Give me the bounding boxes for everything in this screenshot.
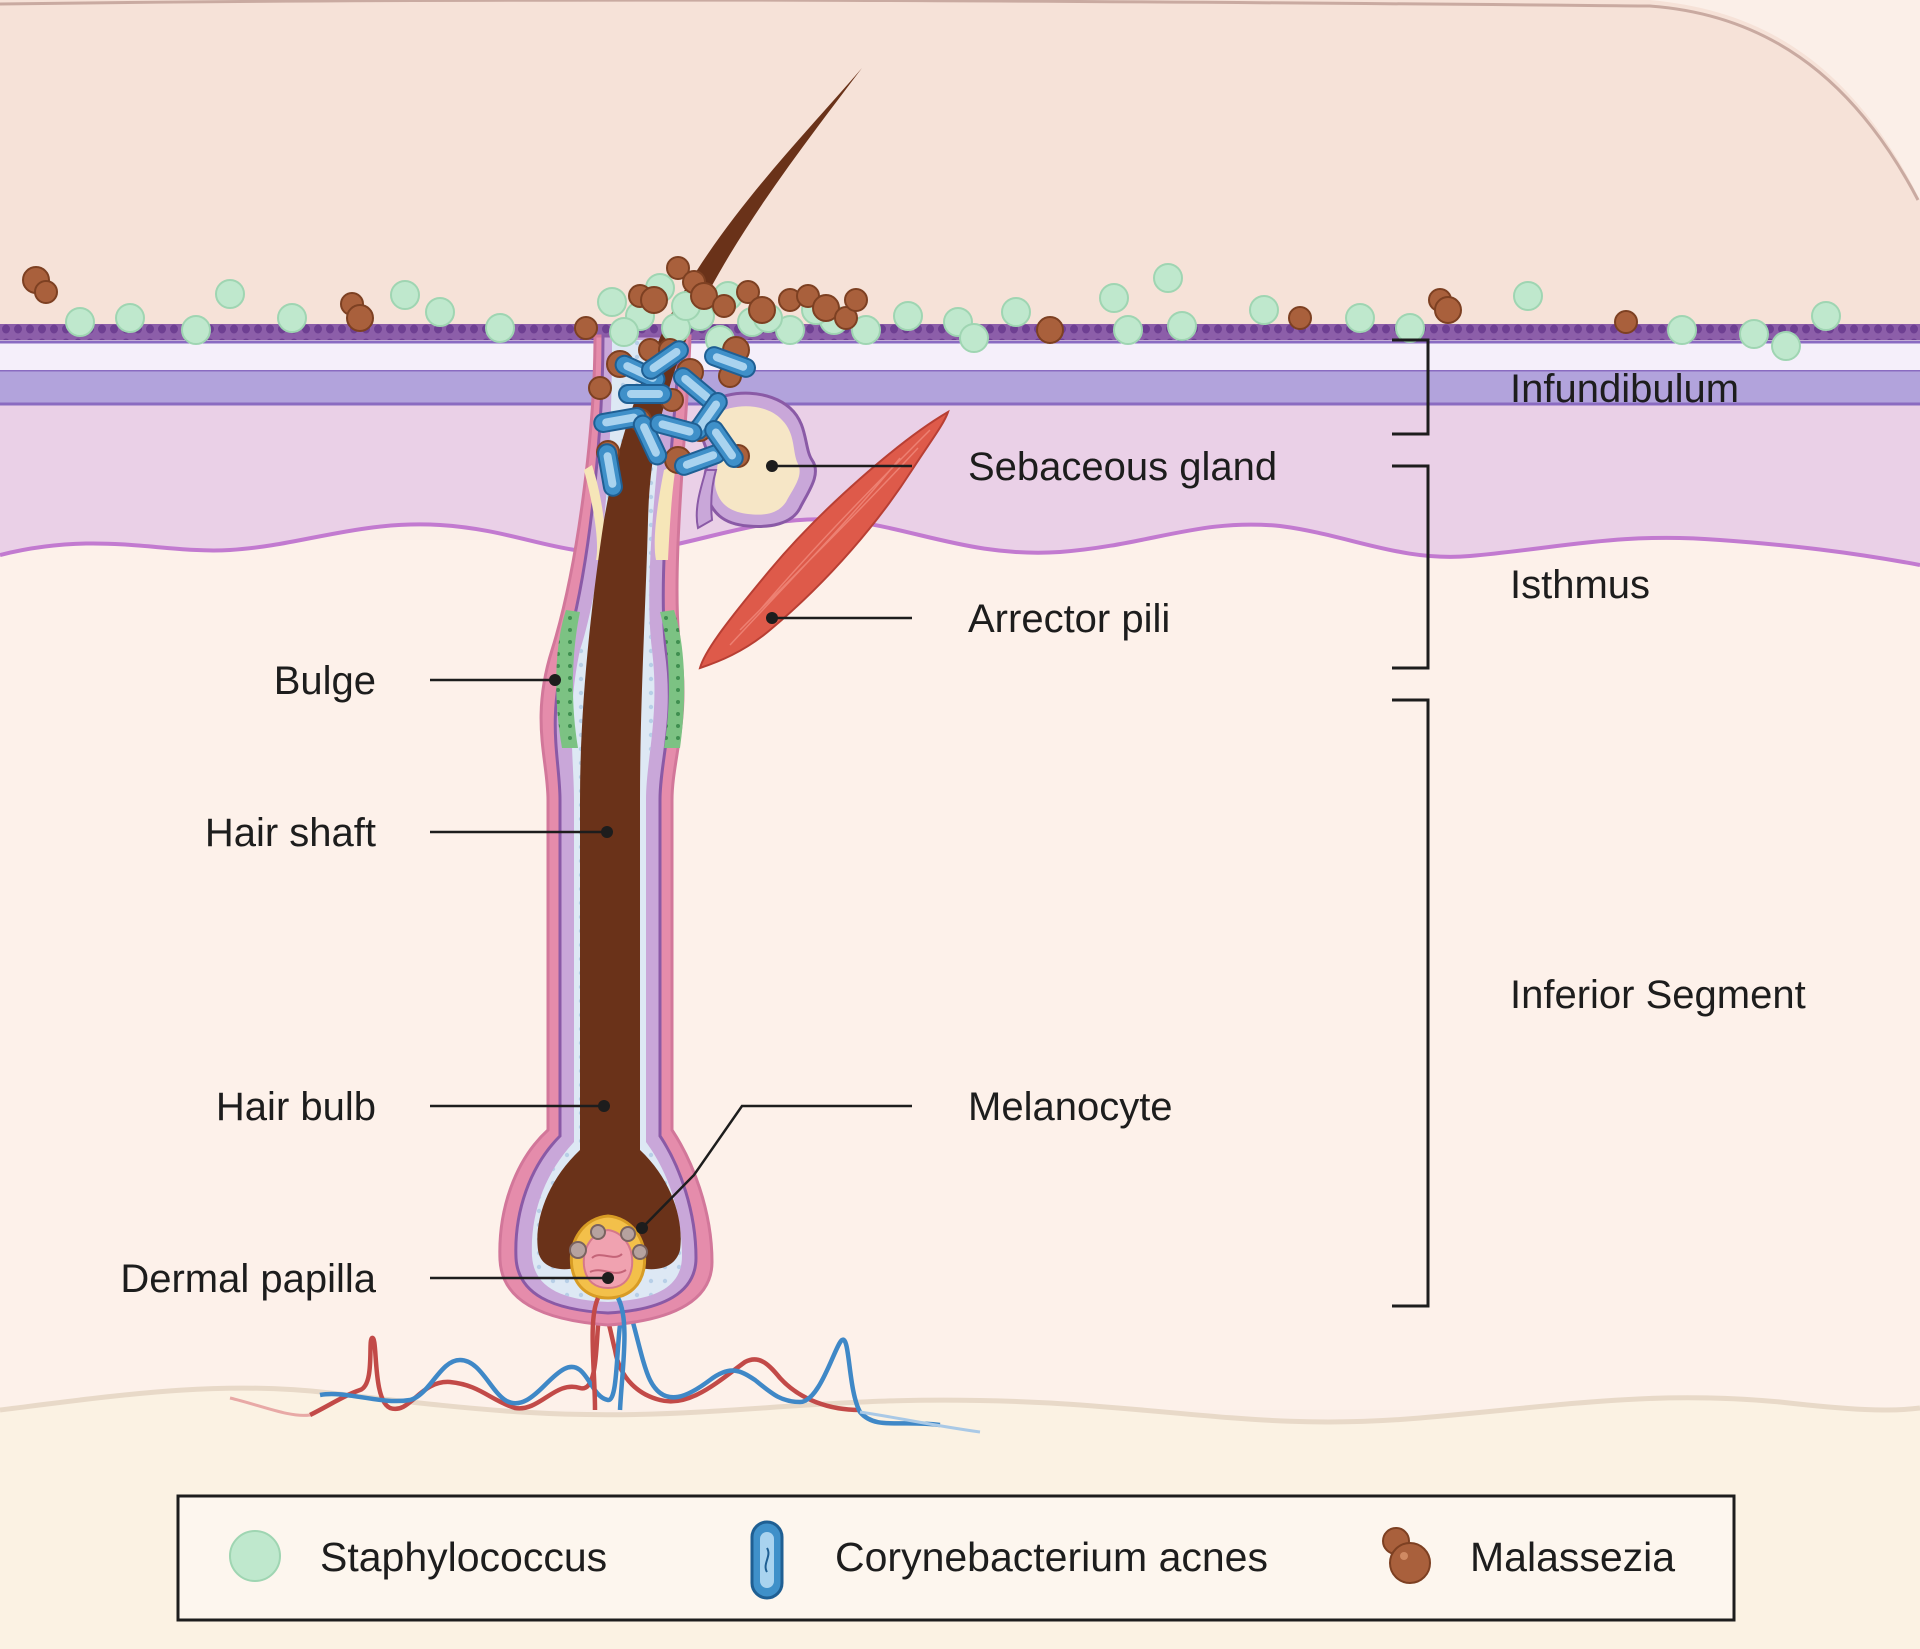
staphylococcus-cell	[1113, 315, 1143, 345]
epidermis-basal-band	[0, 370, 1920, 404]
staphylococcus-cell	[893, 301, 923, 331]
staphylococcus-cell	[1167, 311, 1197, 341]
staphylococcus-cell	[1099, 283, 1129, 313]
malassezia-cell	[690, 282, 718, 310]
corynebacterium-cell	[649, 413, 703, 443]
corynebacterium-cell	[597, 443, 623, 497]
malassezia-cell	[712, 294, 736, 318]
label-isthmus: Isthmus	[1510, 563, 1650, 607]
malassezia-cell	[574, 316, 598, 340]
legend-box	[176, 1494, 1736, 1622]
arrector-pili-muscle	[698, 409, 950, 670]
label-melanocyte: Melanocyte	[968, 1085, 1173, 1129]
staphylococcus-cell	[1513, 281, 1543, 311]
staphylococcus-cell	[597, 287, 627, 317]
sebaceous-gland	[695, 391, 817, 530]
malassezia-cell	[834, 306, 858, 330]
region-labels: Infundibulum Isthmus Inferior Segment	[1510, 367, 1806, 1017]
dermis	[0, 540, 1920, 1410]
corynebacterium-cell	[632, 414, 668, 466]
malassezia-cell	[1614, 310, 1638, 334]
staphylococcus-cell	[115, 303, 145, 333]
staphylococcus-cell	[1811, 301, 1841, 331]
label-inferior-segment: Inferior Segment	[1510, 973, 1806, 1017]
staphylococcus-cell	[609, 317, 639, 347]
bulge-stem-cells-left	[556, 610, 580, 748]
staphylococcus-cell	[215, 279, 245, 309]
infundibulum-bracket	[1392, 338, 1430, 436]
legend: Staphylococcus Corynebacterium acnes Mal…	[176, 1494, 1736, 1622]
stratum-corneum	[0, 0, 1920, 340]
malassezia-cell	[640, 286, 668, 314]
hair-shaft	[537, 68, 862, 1270]
leader-lines	[430, 464, 912, 1280]
corynebacterium-cell	[618, 384, 672, 404]
staphylococcus-cell	[1153, 263, 1183, 293]
isthmus-bracket	[1392, 464, 1430, 670]
staphylococcus-cell	[485, 313, 515, 343]
staphylococcus-cell	[1395, 313, 1425, 343]
melanocyte-cell	[569, 1241, 587, 1259]
malassezia-cell	[346, 304, 374, 332]
artery	[308, 1305, 861, 1418]
malassezia-cell	[1434, 296, 1462, 324]
legend-staphylococcus: Staphylococcus	[320, 1534, 607, 1580]
label-arrector-pili: Arrector pili	[968, 597, 1170, 641]
staphylococcus-cell	[277, 303, 307, 333]
malassezia-cell	[748, 296, 776, 324]
label-infundibulum: Infundibulum	[1510, 367, 1739, 411]
staphylococcus-cell	[959, 323, 989, 353]
malassezia-cell	[1288, 306, 1312, 330]
epidermis-light-band	[0, 342, 1920, 370]
inferior-segment-bracket	[1392, 698, 1430, 1308]
staphylococcus-cell	[1739, 319, 1769, 349]
corynebacterium-cell	[704, 346, 756, 378]
label-hair-bulb: Hair bulb	[216, 1085, 376, 1129]
staphylococcus-cell	[1249, 295, 1279, 325]
region-brackets	[1392, 338, 1430, 1308]
corynebacterium-icon	[750, 1520, 784, 1600]
staphylococcus-icon	[229, 1530, 281, 1582]
malassezia-cell	[844, 288, 868, 312]
malassezia-icon	[1382, 1527, 1431, 1584]
staphylococcus-cell	[65, 307, 95, 337]
staphylococcus-cell	[1001, 297, 1031, 327]
staphylococcus-cell	[1771, 331, 1801, 361]
bulge-stem-cells-right	[660, 610, 685, 748]
malassezia-cell	[666, 256, 690, 280]
staphylococcus-cell	[1345, 303, 1375, 333]
label-hair-shaft: Hair shaft	[205, 811, 376, 855]
leader-dots	[549, 460, 778, 1284]
label-bulge: Bulge	[274, 659, 376, 703]
staphylococcus-cell	[181, 315, 211, 345]
label-dermal-papilla: Dermal papilla	[120, 1257, 376, 1301]
malassezia-cell	[812, 294, 840, 322]
staphylococcus-cell	[425, 297, 455, 327]
malassezia-cell	[34, 280, 58, 304]
label-sebaceous-gland: Sebaceous gland	[968, 445, 1277, 489]
malassezia-cell	[736, 280, 760, 304]
hair-follicle	[498, 68, 862, 1411]
corynebacterium-cell	[704, 420, 744, 468]
staphylococcus-cell	[851, 315, 881, 345]
legend-malassezia: Malassezia	[1470, 1534, 1675, 1580]
staphylococcus-cell	[390, 280, 420, 310]
staphylococcus-cell	[1667, 315, 1697, 345]
microbes	[22, 256, 1841, 497]
malassezia-cell	[588, 376, 612, 400]
malassezia-cell	[1036, 316, 1064, 344]
papillary-dermis	[0, 398, 1920, 565]
structure-labels: Bulge Hair shaft Hair bulb Dermal papill…	[120, 445, 1277, 1301]
legend-corynebacterium: Corynebacterium acnes	[835, 1534, 1268, 1580]
corynebacterium-cell	[641, 340, 689, 380]
